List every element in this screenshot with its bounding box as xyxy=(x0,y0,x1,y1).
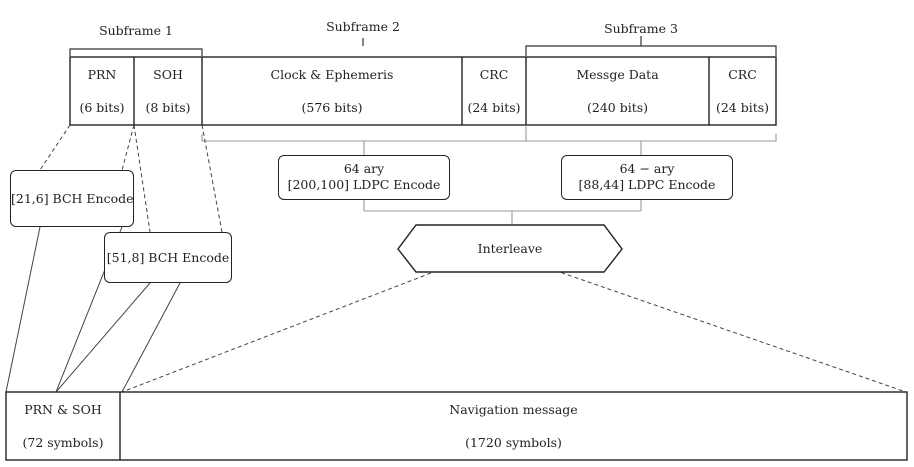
field-crc-2: CRC (24 bits) xyxy=(709,57,776,125)
encoder-line2: [88,44] LDPC Encode xyxy=(578,177,716,192)
field-prn: PRN (6 bits) xyxy=(70,57,134,125)
field-size: (8 bits) xyxy=(145,100,191,115)
bch-21-6-encoder: [21,6] BCH Encode xyxy=(10,170,134,227)
subframe1-bracket xyxy=(69,48,203,56)
field-table-lines xyxy=(69,56,777,126)
field-size: (24 bits) xyxy=(467,100,521,115)
subframe3-bracket xyxy=(525,45,777,56)
msg-crc-bracket xyxy=(525,125,777,142)
field-size: (6 bits) xyxy=(79,100,125,115)
field-size: (24 bits) xyxy=(715,100,770,115)
field-name: Clock & Ephemeris xyxy=(270,67,394,82)
output-name: Navigation message xyxy=(449,402,578,417)
output-navigation-message: Navigation message (1720 symbols) xyxy=(120,392,907,460)
subframe1-label: Subframe 1 xyxy=(99,23,173,38)
field-message-data: Messge Data (240 bits) xyxy=(526,57,709,125)
field-crc-1: CRC (24 bits) xyxy=(462,57,526,125)
field-size: (240 bits) xyxy=(586,100,649,115)
field-name: SOH xyxy=(153,67,183,82)
encoder-line2: [200,100] LDPC Encode xyxy=(287,177,441,192)
output-name: PRN & SOH xyxy=(24,402,102,417)
interleave-label: Interleave xyxy=(477,241,543,256)
ldpc-200-100-encoder: 64 ary [200,100] LDPC Encode xyxy=(278,155,450,200)
output-size: (72 symbols) xyxy=(22,435,104,450)
encoder-line1: 64 ary xyxy=(343,161,385,176)
encoder-label: [21,6] BCH Encode xyxy=(11,191,134,206)
subframe2-label: Subframe 2 xyxy=(326,19,400,34)
field-name: CRC xyxy=(479,67,509,82)
ldpc-88-44-encoder: 64 − ary [88,44] LDPC Encode xyxy=(561,155,733,200)
output-table-lines xyxy=(5,391,908,461)
output-prn-soh: PRN & SOH (72 symbols) xyxy=(6,392,120,460)
clock-crc-bracket xyxy=(201,134,526,142)
encoder-line1: 64 − ary xyxy=(619,161,675,176)
field-clock-ephemeris: Clock & Ephemeris (576 bits) xyxy=(202,57,462,125)
bch-51-8-encoder: [51,8] BCH Encode xyxy=(104,232,232,283)
subframe3-label: Subframe 3 xyxy=(604,21,678,36)
field-name: Messge Data xyxy=(576,67,659,82)
encoder-label: [51,8] BCH Encode xyxy=(106,250,230,265)
field-name: PRN xyxy=(87,67,117,82)
output-size: (1720 symbols) xyxy=(465,435,562,450)
field-soh: SOH (8 bits) xyxy=(134,57,202,125)
interleave-hexagon xyxy=(397,224,623,273)
field-name: CRC xyxy=(728,67,757,82)
field-size: (576 bits) xyxy=(301,100,363,115)
